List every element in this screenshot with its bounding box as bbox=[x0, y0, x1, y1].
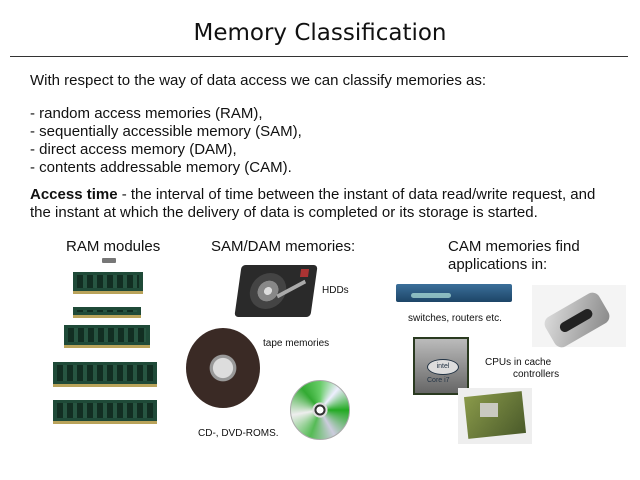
hdd-caption: HDDs bbox=[322, 285, 349, 296]
hdd-actuator bbox=[299, 269, 310, 277]
list-item: - random access memories (RAM), bbox=[30, 105, 263, 122]
slide-title: Memory Classification bbox=[193, 20, 447, 46]
ram-module-image bbox=[53, 400, 157, 424]
processor-die bbox=[480, 403, 498, 417]
list-item: - sequentially accessible memory (SAM), bbox=[30, 123, 302, 140]
cpu-caption-line1: CPUs in cache bbox=[485, 357, 552, 368]
intel-core-label: Core i7 bbox=[427, 377, 450, 384]
ram-module-image bbox=[73, 272, 143, 294]
switches-caption: switches, routers etc. bbox=[408, 313, 502, 324]
device-body bbox=[541, 289, 613, 351]
ram-module-image bbox=[64, 325, 150, 348]
memory-class-list: - random access memories (RAM), - sequen… bbox=[30, 105, 302, 177]
ram-module-image bbox=[53, 362, 157, 387]
ram-chip-image bbox=[102, 258, 116, 263]
cam-heading-line1: CAM memories find bbox=[448, 238, 580, 255]
title-divider bbox=[10, 56, 628, 57]
definition-text: - the interval of time between the insta… bbox=[30, 186, 596, 221]
intel-cpu-image: intel Core i7 bbox=[413, 337, 469, 395]
tape-caption: tape memories bbox=[263, 338, 330, 349]
processor-image bbox=[458, 388, 532, 444]
ram-module-image bbox=[73, 307, 141, 318]
list-item: - contents addressable memory (CAM). bbox=[30, 159, 292, 176]
hdd-image bbox=[234, 265, 318, 317]
ram-heading: RAM modules bbox=[66, 238, 161, 255]
cd-caption: CD-, DVD-ROMS. bbox=[198, 428, 279, 439]
list-item: - direct access memory (DAM), bbox=[30, 141, 237, 158]
cd-image bbox=[290, 380, 350, 440]
sam-dam-heading: SAM/DAM memories: bbox=[211, 238, 356, 255]
access-time-definition: Access time - the interval of time betwe… bbox=[30, 186, 620, 222]
tape-reel-image bbox=[186, 328, 260, 408]
intel-logo: intel bbox=[427, 359, 459, 375]
intro-text: With respect to the way of data access w… bbox=[30, 72, 487, 89]
cpu-caption-line2: controllers bbox=[513, 369, 560, 380]
definition-term: Access time bbox=[30, 186, 118, 203]
cam-heading-line2: applications in: bbox=[448, 256, 548, 273]
network-device-image bbox=[532, 285, 626, 351]
router-image bbox=[396, 284, 512, 302]
